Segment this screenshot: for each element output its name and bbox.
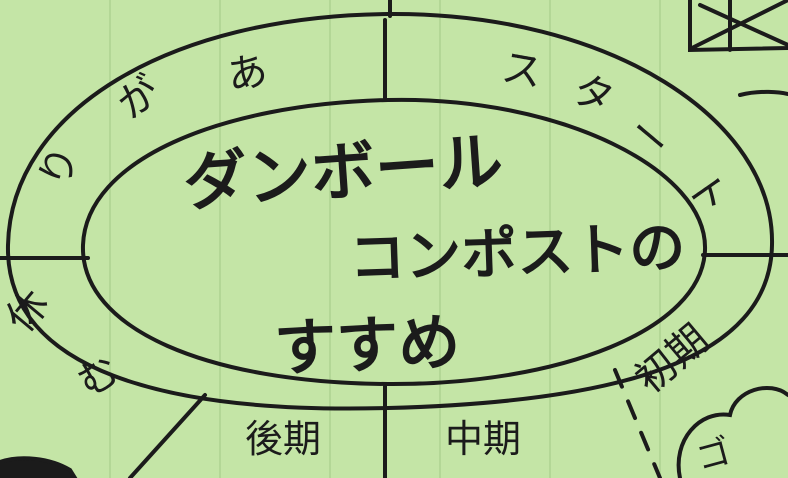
start-char-4: ト <box>677 164 738 223</box>
start-char-1: ス <box>498 45 545 97</box>
title-group: ダンボール コンポストの すすめ <box>181 125 686 385</box>
late-label: 後期 <box>245 417 321 461</box>
middle-label: 中期 <box>445 417 521 461</box>
arigatou-char-2: が <box>109 68 168 129</box>
corner-blob <box>0 456 78 478</box>
inner-ring <box>80 97 708 387</box>
title-line-3: すすめ <box>273 306 461 385</box>
corner-box <box>688 0 788 97</box>
start-char-3: ー <box>619 107 679 168</box>
divider-bottom-left <box>128 393 207 478</box>
rest-char-2: む <box>70 347 128 407</box>
arigatou-char-3: あ <box>224 48 271 100</box>
start-char-2: タ <box>567 66 620 123</box>
rest-char-1: 休 <box>0 281 58 341</box>
dashed-line <box>613 368 662 478</box>
outer-ring <box>5 11 775 411</box>
title-line-2: コンポストの <box>348 215 686 292</box>
speech-bubble <box>676 385 788 478</box>
bubble-char: ゴ <box>692 431 735 478</box>
early-label: 初期 <box>627 316 718 403</box>
title-line-1: ダンボール <box>181 125 505 221</box>
